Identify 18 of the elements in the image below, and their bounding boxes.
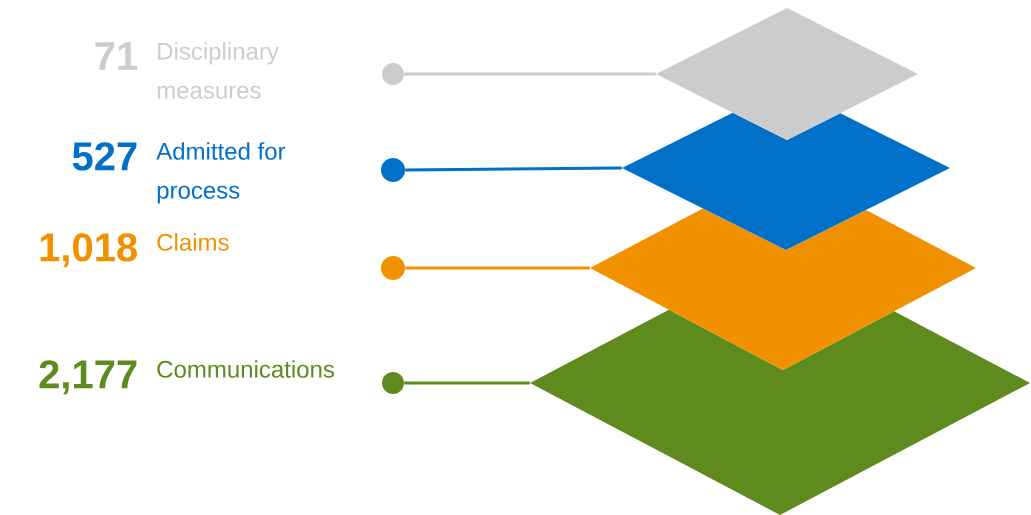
leader-line [404, 72, 656, 76]
category-label: Communications [157, 360, 335, 378]
leader-line [405, 166, 622, 172]
category-label: Admitted for process [156, 142, 286, 204]
leader-line [404, 381, 530, 385]
count-number: 2,177 [39, 360, 137, 395]
dot [382, 372, 404, 394]
category-label: Claims [157, 233, 229, 251]
dot [381, 256, 405, 280]
leader-line [405, 266, 590, 270]
diamond-layer [530, 309, 1030, 515]
diamond-layer [622, 112, 950, 250]
dot [382, 63, 404, 85]
diamond-layer [656, 8, 918, 140]
count-number: 1,018 [40, 233, 137, 268]
count-number: 527 [72, 142, 137, 171]
diamond-layer [590, 208, 976, 370]
dot [381, 158, 405, 182]
